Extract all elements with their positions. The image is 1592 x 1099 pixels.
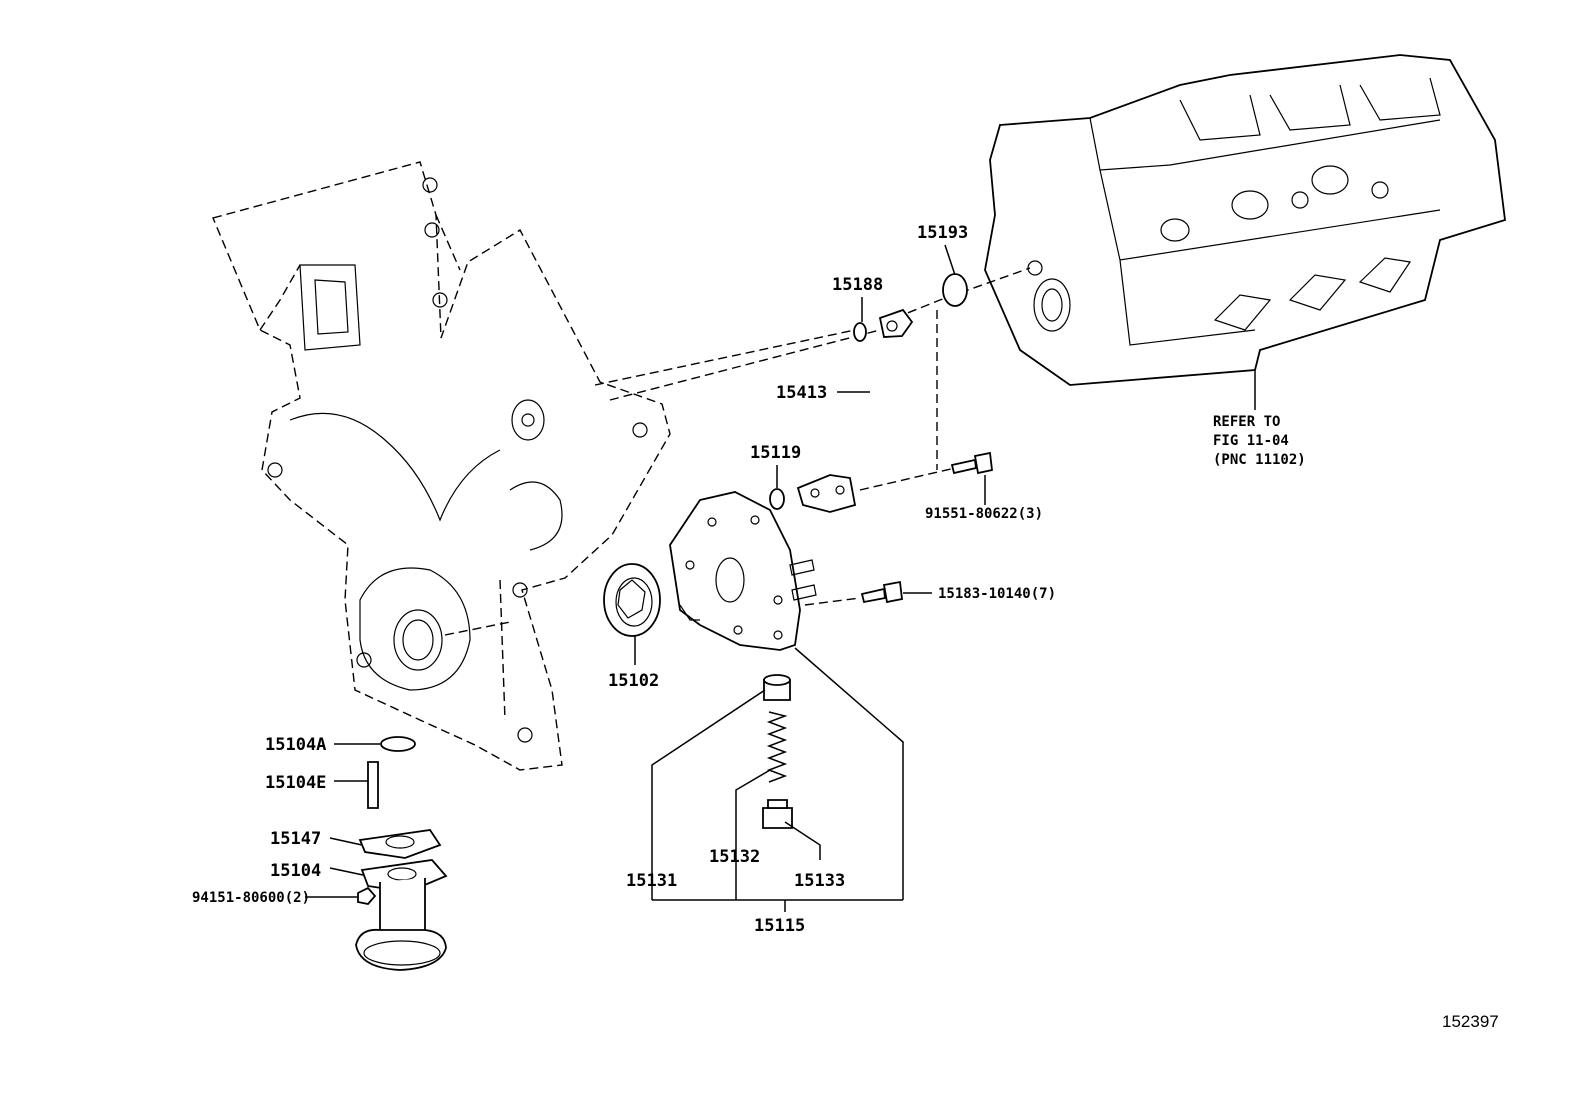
gasket-15147 <box>358 829 442 859</box>
nut-94151 <box>357 886 377 905</box>
label-15104a: 15104A <box>265 735 326 755</box>
dashed-leader-lines <box>444 267 1031 636</box>
o-ring-15193 <box>942 273 968 307</box>
label-94151-80600: 94151-80600(2) <box>192 890 310 906</box>
diagram-id: 152397 <box>1442 1012 1499 1031</box>
stud-15104e <box>367 761 379 809</box>
spring-15132 <box>766 711 788 783</box>
label-15132: 15132 <box>709 847 760 867</box>
refer-line-1: REFER TO <box>1213 414 1280 430</box>
timing-chain-cover <box>212 161 671 771</box>
refer-line-2: FIG 11-04 <box>1213 433 1289 449</box>
oil-pipe-15413 <box>796 308 914 513</box>
bolt-91551 <box>950 451 993 475</box>
o-ring-15119 <box>769 488 785 510</box>
label-15193: 15193 <box>917 223 968 243</box>
relief-valve-15131 <box>763 674 791 701</box>
oil-pump-body <box>669 491 817 651</box>
label-15183-10140: 15183-10140(7) <box>938 586 1056 602</box>
leader-lines <box>305 244 1256 912</box>
pump-rotor-15102 <box>603 563 661 637</box>
o-ring-15188 <box>853 322 867 342</box>
oil-strainer-15104 <box>355 859 448 971</box>
label-15131: 15131 <box>626 871 677 891</box>
label-91551-80622: 91551-80622(3) <box>925 506 1043 522</box>
label-15104: 15104 <box>270 861 321 881</box>
cylinder-head <box>984 54 1506 386</box>
refer-line-3: (PNC 11102) <box>1213 452 1306 468</box>
label-15119: 15119 <box>750 443 801 463</box>
o-ring-15104a <box>380 736 416 752</box>
plug-15133 <box>762 799 793 829</box>
label-15102: 15102 <box>608 671 659 691</box>
label-15413: 15413 <box>776 383 827 403</box>
label-15133: 15133 <box>794 871 845 891</box>
label-15147: 15147 <box>270 829 321 849</box>
label-15188: 15188 <box>832 275 883 295</box>
label-15115: 15115 <box>754 916 805 936</box>
label-15104e: 15104E <box>265 773 326 793</box>
bolt-15183 <box>860 580 903 604</box>
part-labels: 15193 15188 15413 15119 91551-80622(3) 1… <box>192 223 1499 1031</box>
